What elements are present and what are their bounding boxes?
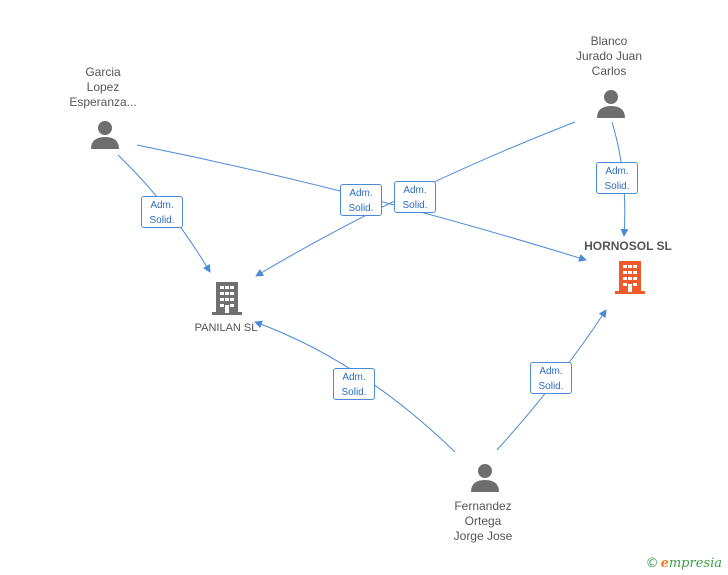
- person-name-blanco[interactable]: Blanco Jurado Juan Carlos: [575, 34, 643, 78]
- person-icon[interactable]: [90, 120, 120, 150]
- person-icon[interactable]: [470, 463, 500, 493]
- brand-name: mpresia: [668, 556, 722, 571]
- person-name-garcia[interactable]: Garcia Lopez Esperanza...: [69, 65, 137, 109]
- building-icon[interactable]: [212, 281, 242, 315]
- building-icon-highlighted[interactable]: [615, 260, 645, 294]
- relation-label-blanco-panilan[interactable]: Adm.Solid.: [394, 181, 436, 213]
- relation-label-garcia-hornosol[interactable]: Adm.Solid.: [340, 184, 382, 216]
- person-name-fernandez[interactable]: Fernandez Ortega Jorge Jose: [453, 499, 513, 543]
- empresia-watermark: ©empresia: [646, 556, 722, 571]
- relation-label-garcia-panilan[interactable]: Adm.Solid.: [141, 196, 183, 228]
- person-icon[interactable]: [596, 89, 626, 119]
- relation-label-fernandez-hornosol[interactable]: Adm.Solid.: [530, 362, 572, 394]
- relation-label-blanco-hornosol[interactable]: Adm.Solid.: [596, 162, 638, 194]
- copyright-symbol: ©: [645, 556, 659, 571]
- brand-initial: e: [660, 556, 669, 571]
- relation-label-fernandez-panilan[interactable]: Adm.Solid.: [333, 368, 375, 400]
- company-name-panilan[interactable]: PANILAN SL: [194, 322, 258, 334]
- company-name-hornosol[interactable]: HORNOSOL SL: [584, 239, 672, 253]
